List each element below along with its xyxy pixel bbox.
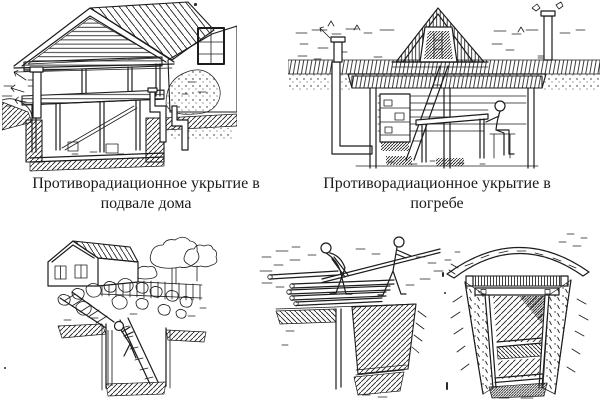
caption-cellar-shelter: Противорадиационное укрытие в погребе xyxy=(323,175,551,212)
person-climbing xyxy=(113,320,137,359)
figure-trench-logs xyxy=(256,227,451,400)
grass-horizon xyxy=(295,20,586,60)
air-arrow xyxy=(319,26,331,39)
pit-ladder xyxy=(119,317,159,385)
trench-interior xyxy=(464,279,572,399)
worker-left xyxy=(320,242,353,295)
gable-window xyxy=(197,27,225,65)
bench-table xyxy=(415,113,489,163)
bench xyxy=(496,337,543,360)
trench-section xyxy=(275,303,427,398)
wall-posts xyxy=(484,294,550,389)
bush xyxy=(135,265,158,280)
figure-pit-shelter xyxy=(18,228,218,398)
ceiling-logs xyxy=(351,75,543,89)
surrounding-earth-marks xyxy=(450,295,589,399)
pit-bottom xyxy=(105,381,167,397)
back-wall-logs xyxy=(377,95,527,132)
vent-pipe-left xyxy=(10,66,44,119)
air-arrow xyxy=(14,96,27,104)
scan-speck xyxy=(194,3,197,6)
entry-ramp xyxy=(59,291,115,329)
scan-speck xyxy=(4,367,6,369)
basement-shelter-drawing xyxy=(2,1,237,172)
trench-logs-drawing xyxy=(259,236,444,398)
carried-log xyxy=(321,248,441,284)
vent-pipe-left xyxy=(319,26,373,155)
air-arrow xyxy=(531,1,564,12)
air-arrow xyxy=(13,70,27,81)
earth-dome xyxy=(444,233,590,279)
rubble-mound xyxy=(57,278,207,321)
exhaust-pipe-right xyxy=(531,1,564,61)
person-seated xyxy=(485,100,516,159)
diagonal-brace xyxy=(61,105,138,151)
entry-ladder xyxy=(405,65,449,161)
scan-speck xyxy=(446,382,448,390)
entry-pit xyxy=(57,317,207,397)
basement-posts xyxy=(31,100,141,153)
background-house xyxy=(47,240,139,287)
air-arrow xyxy=(10,84,25,93)
background-trees xyxy=(135,236,218,285)
caption-basement-shelter: Противорадиационное укрытие в подвале до… xyxy=(32,175,260,212)
trench-floor xyxy=(488,382,548,399)
worker-right xyxy=(377,236,412,296)
ground-left-bank xyxy=(2,85,33,131)
cellar-shelter-drawing xyxy=(288,1,600,169)
figure-covered-trench xyxy=(441,230,596,400)
pit-shelter-drawing xyxy=(47,236,218,397)
stool xyxy=(489,133,516,159)
scan-speck xyxy=(442,272,444,277)
scan-speck xyxy=(444,292,446,294)
earth-mound-right xyxy=(165,69,221,115)
figure-basement-shelter xyxy=(2,0,237,172)
foundation-pier-left xyxy=(25,119,43,163)
storage-shelf xyxy=(379,93,411,151)
figure-cellar-shelter xyxy=(288,0,600,172)
field-texture xyxy=(259,246,444,288)
entrance-hut xyxy=(391,7,489,68)
covered-trench-drawing xyxy=(444,233,590,399)
shelter-chamber xyxy=(347,65,547,169)
support-posts xyxy=(369,87,535,169)
exhaust-pipes-right xyxy=(147,87,189,151)
roof xyxy=(13,1,215,73)
